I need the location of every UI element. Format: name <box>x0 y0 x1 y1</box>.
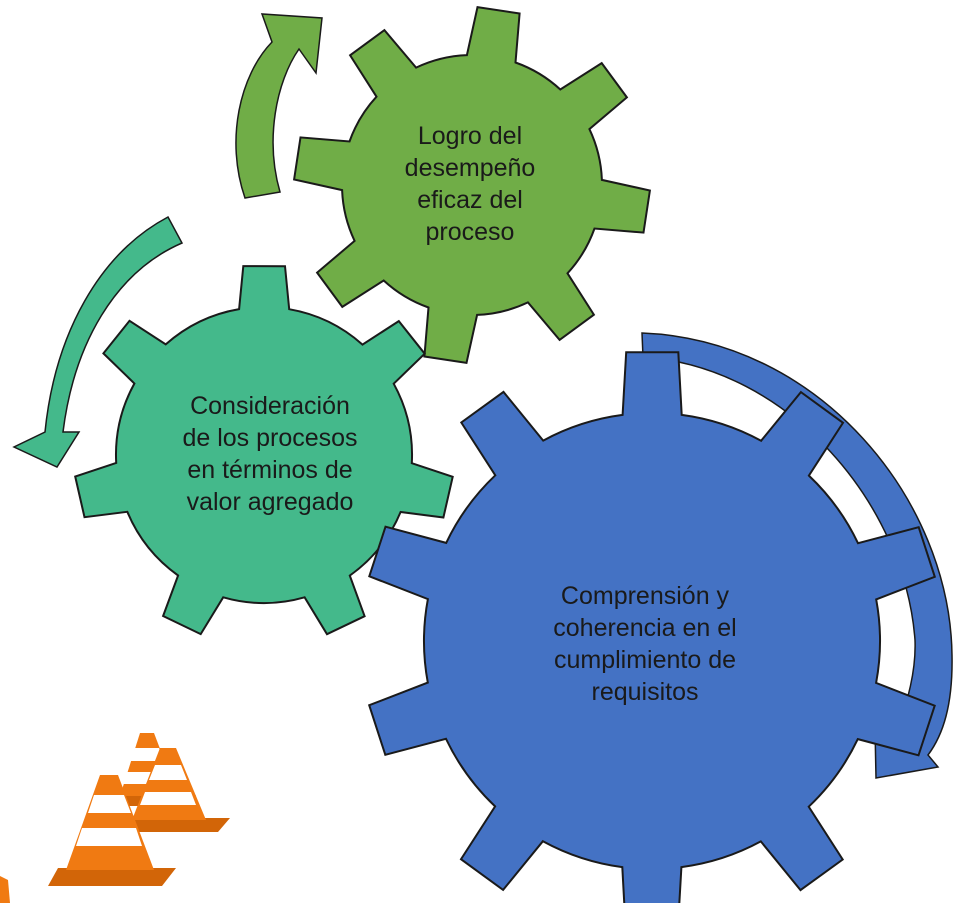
curved-arrow-down-icon <box>12 215 184 468</box>
gear-blue <box>367 351 937 903</box>
curved-arrow-up-icon <box>235 13 323 199</box>
traffic-cones-icon <box>0 733 230 903</box>
gear-teal <box>74 265 454 636</box>
gear-green <box>292 5 652 365</box>
